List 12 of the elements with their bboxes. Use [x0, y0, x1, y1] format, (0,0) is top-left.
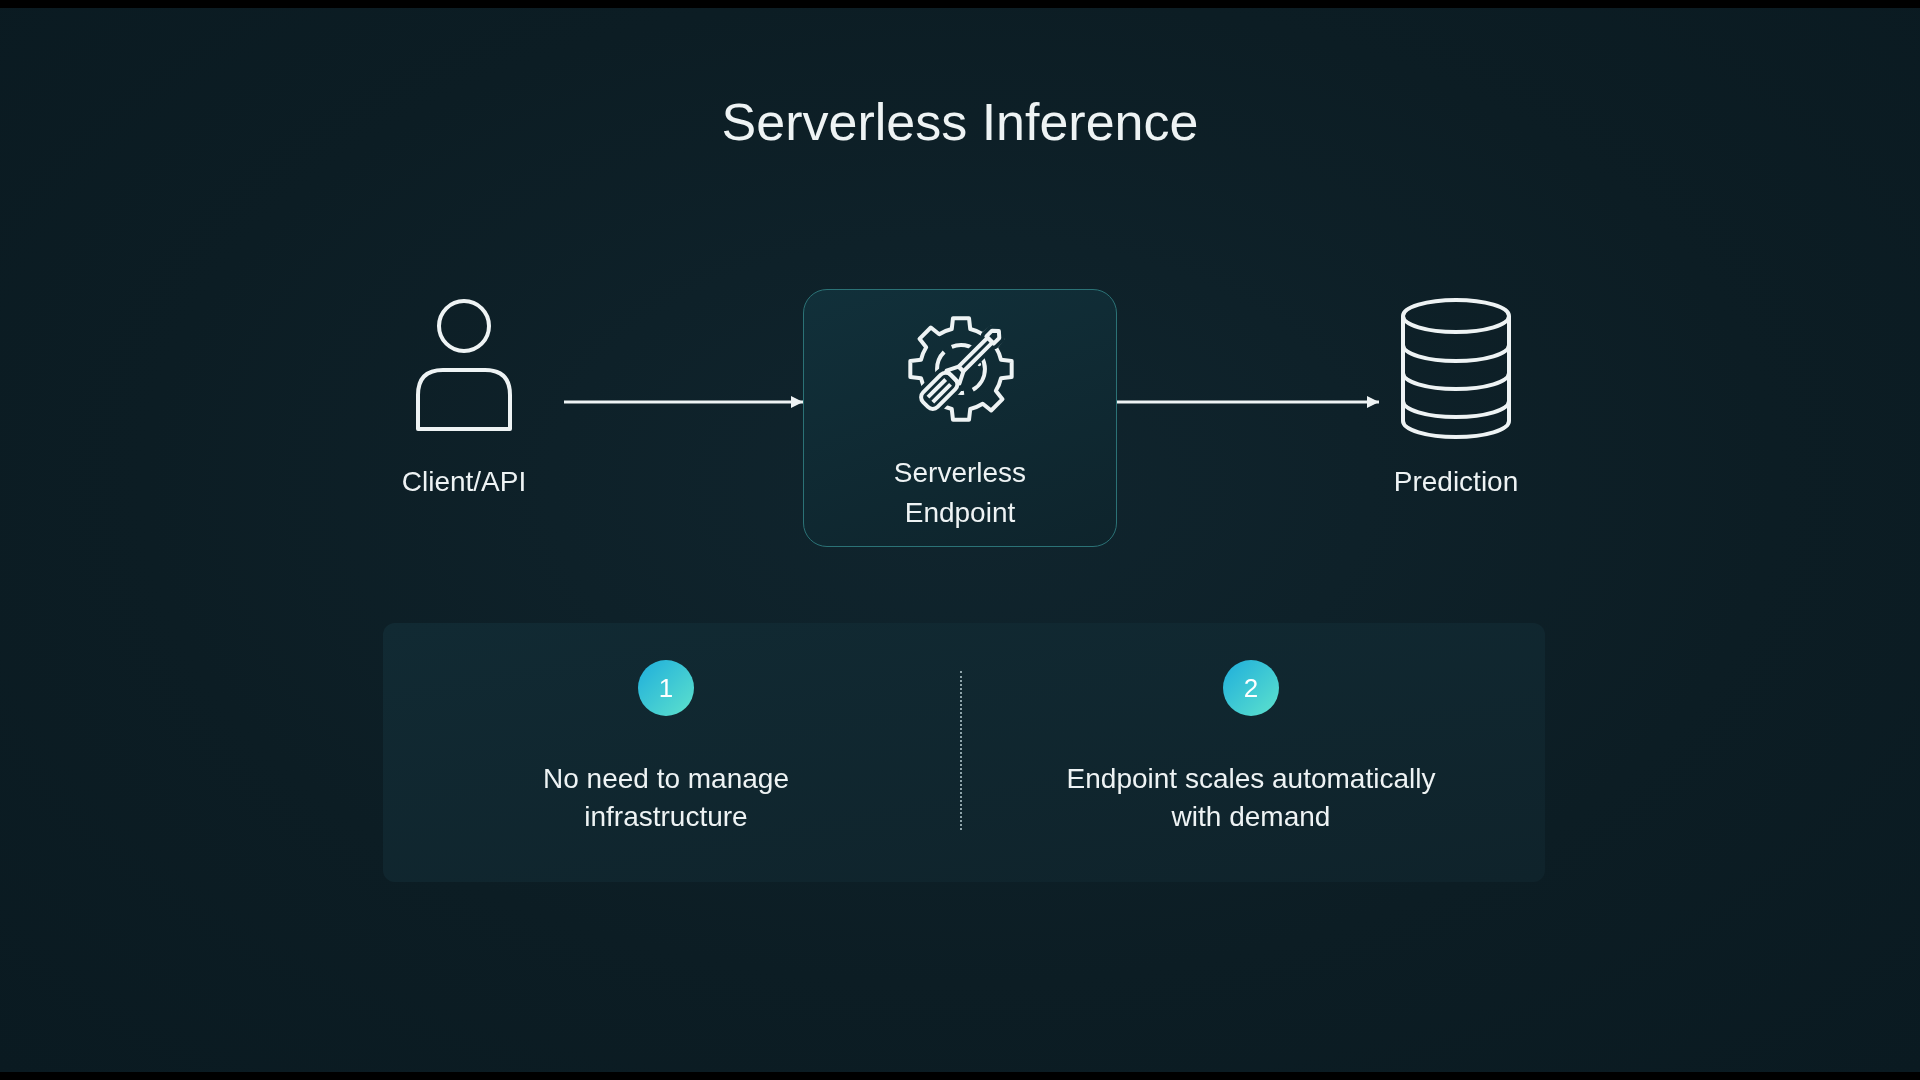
step-number-badge: 2: [1223, 660, 1279, 716]
step-number-badge: 1: [638, 660, 694, 716]
info-panel: [383, 623, 1545, 882]
node-label: Client/API: [401, 465, 527, 499]
node-label: Prediction: [1393, 465, 1519, 499]
step-description: No need to manage infrastructure: [542, 762, 790, 834]
node-label: Serverless Endpoint: [892, 456, 1028, 530]
endpoint-card: [803, 289, 1117, 547]
title: Serverless Inference: [721, 92, 1199, 152]
arrow: [564, 396, 803, 408]
arrow: [1117, 396, 1379, 408]
step-description: Endpoint scales automatically with demand: [1065, 762, 1437, 834]
